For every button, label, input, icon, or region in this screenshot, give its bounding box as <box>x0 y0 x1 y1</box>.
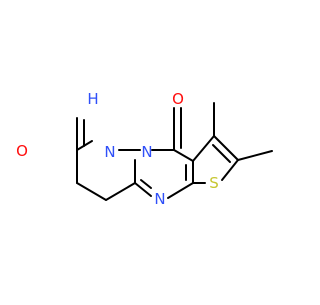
bond-c2-methyl <box>237 150 273 161</box>
atom-sulfur: S <box>209 174 219 192</box>
bond-c9-nring-double <box>140 179 152 189</box>
bond-c4-c3a <box>173 149 194 162</box>
atom-nitrogen-nh: N <box>104 143 115 161</box>
atom-nitrogen-bridge: N <box>141 143 152 161</box>
bond-group <box>76 102 273 201</box>
bond-c9-nring <box>134 182 152 197</box>
atom-nitrogen-ring: N <box>154 190 165 208</box>
atom-hydrogen-nh: H <box>87 90 98 108</box>
structure-canvas: O O N H N N S <box>0 0 300 300</box>
molecule-structure: O O N H N N S <box>0 0 300 300</box>
background <box>0 0 300 300</box>
bond-c2-sulfur <box>221 159 239 181</box>
bond-c7a-nring <box>167 182 194 199</box>
bond-c8-c9 <box>105 182 136 201</box>
bond-c6-nh <box>76 140 93 151</box>
bond-c3-c2 <box>213 135 239 161</box>
atom-oxygen-top: O <box>172 90 184 108</box>
atom-oxygen-left: O <box>16 142 28 160</box>
bond-c3-c2-double <box>212 144 231 163</box>
bond-c7-c8 <box>76 182 107 201</box>
bond-c3a-c3 <box>192 135 215 162</box>
